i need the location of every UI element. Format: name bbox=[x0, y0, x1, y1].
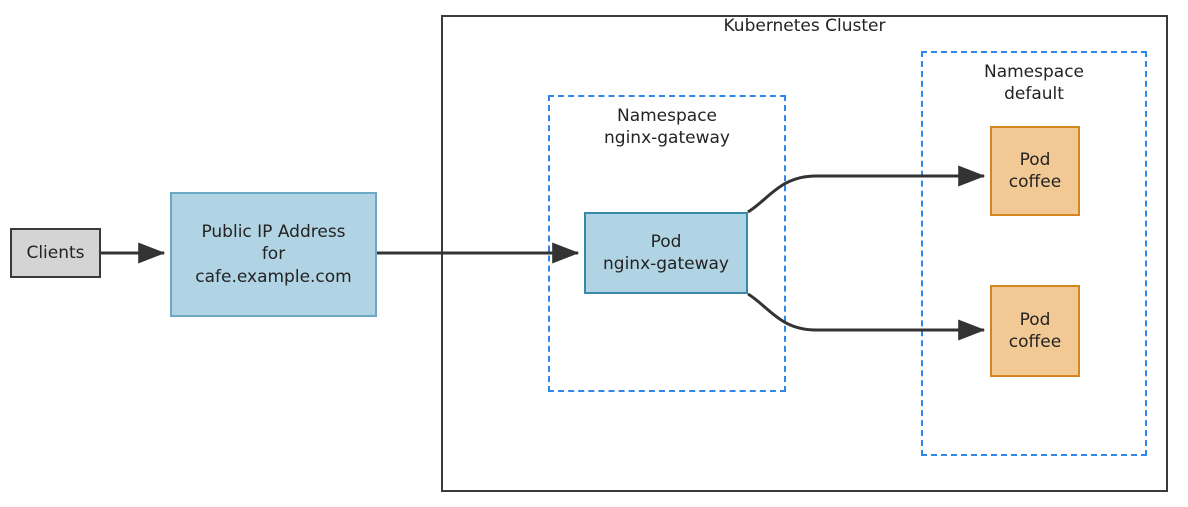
namespace-nginx-gateway-label: Namespace nginx-gateway bbox=[604, 106, 730, 149]
pod-coffee-1-label: Pod coffee bbox=[1008, 149, 1062, 192]
pod-nginx-gateway-node: Pod nginx-gateway bbox=[584, 212, 748, 294]
pod-nginx-gateway-label: Pod nginx-gateway bbox=[603, 231, 729, 274]
namespace-default-label: Namespace default bbox=[983, 62, 1085, 105]
namespace-nginx-gateway: Namespace nginx-gateway bbox=[548, 95, 786, 392]
pod-coffee-1-node: Pod coffee bbox=[990, 126, 1080, 216]
clients-label: Clients bbox=[26, 242, 85, 263]
public-ip-label: Public IP Address for cafe.example.com bbox=[195, 222, 352, 287]
kubernetes-cluster-title: Kubernetes Cluster bbox=[723, 16, 886, 36]
pod-coffee-2-node: Pod coffee bbox=[990, 285, 1080, 377]
namespace-default: Namespace default bbox=[921, 51, 1147, 456]
public-ip-node: Public IP Address for cafe.example.com bbox=[170, 192, 377, 317]
clients-node: Clients bbox=[10, 228, 101, 278]
pod-coffee-2-label: Pod coffee bbox=[1008, 309, 1062, 352]
